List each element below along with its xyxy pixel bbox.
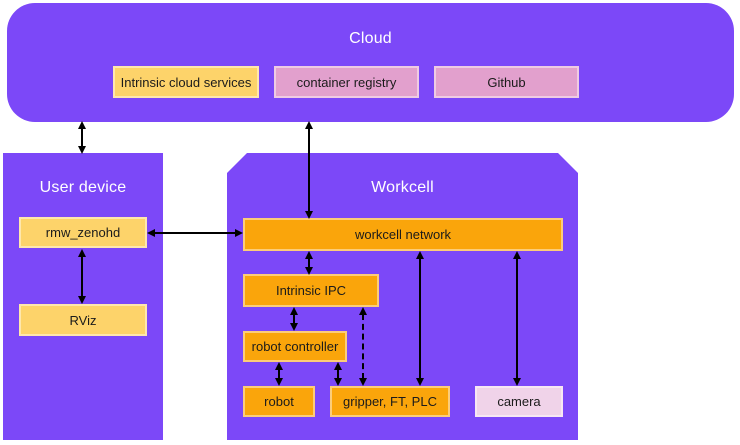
arrow-shaft: [154, 232, 236, 234]
node-intrinsic-ipc: Intrinsic IPC: [243, 274, 379, 307]
node-workcell-network: workcell network: [243, 218, 563, 251]
arrow-cloud-workcell-network: [303, 121, 315, 219]
arrow-shaft: [308, 258, 310, 268]
workcell-region-title: Workcell: [371, 179, 434, 196]
node-camera: camera: [475, 386, 563, 417]
node-label: Intrinsic cloud services: [120, 74, 252, 90]
node-label: workcell network: [354, 227, 452, 242]
arrow-shaft: [362, 314, 364, 379]
node-label: robot: [264, 394, 294, 409]
arrow-ipc-robot-controller: [288, 307, 300, 331]
user-device-region: User device rmw_zenohd RViz: [3, 153, 163, 440]
cloud-region-title: Cloud: [349, 30, 392, 47]
arrow-controller-gripper: [332, 362, 344, 386]
arrow-rmw-zenohd-rviz: [76, 249, 88, 304]
node-intrinsic-cloud-services: Intrinsic cloud services: [113, 66, 259, 98]
node-rmw-zenohd: rmw_zenohd: [19, 217, 147, 248]
arrow-network-intrinsic-ipc: [303, 251, 315, 275]
node-rviz: RViz: [19, 304, 147, 336]
arrow-network-gripper: [414, 251, 426, 386]
arrow-cloud-user-device: [76, 121, 88, 154]
node-label: camera: [497, 394, 541, 409]
node-robot-controller: robot controller: [243, 331, 347, 362]
arrow-rmw-zenohd-workcell-network: [147, 227, 243, 239]
node-label: robot controller: [251, 339, 339, 354]
arrow-shaft: [337, 369, 339, 379]
arrow-shaft: [516, 258, 518, 379]
node-github: Github: [434, 66, 579, 98]
node-label: Github: [487, 74, 526, 90]
cloud-region: Cloud Intrinsic cloud services container…: [7, 3, 734, 122]
arrow-shaft: [81, 256, 83, 297]
arrow-shaft: [278, 369, 280, 379]
node-label: gripper, FT, PLC: [343, 394, 437, 409]
node-label: Intrinsic IPC: [275, 283, 347, 298]
node-gripper-ft-plc: gripper, FT, PLC: [330, 386, 450, 417]
arrow-ipc-gripper-dashed: [357, 307, 369, 386]
arrow-shaft: [419, 258, 421, 379]
node-container-registry: container registry: [274, 66, 419, 98]
node-label: container registry: [296, 74, 397, 90]
arrow-shaft: [293, 314, 295, 324]
user-device-region-title: User device: [39, 179, 127, 196]
arrow-shaft: [81, 128, 83, 147]
arrow-controller-robot: [273, 362, 285, 386]
arrow-shaft: [308, 128, 310, 212]
workcell-region: Workcell workcell network Intrinsic IPC …: [227, 153, 578, 440]
node-robot: robot: [243, 386, 315, 417]
node-label: RViz: [69, 312, 97, 328]
node-label: rmw_zenohd: [45, 225, 121, 240]
arrow-network-camera: [511, 251, 523, 386]
